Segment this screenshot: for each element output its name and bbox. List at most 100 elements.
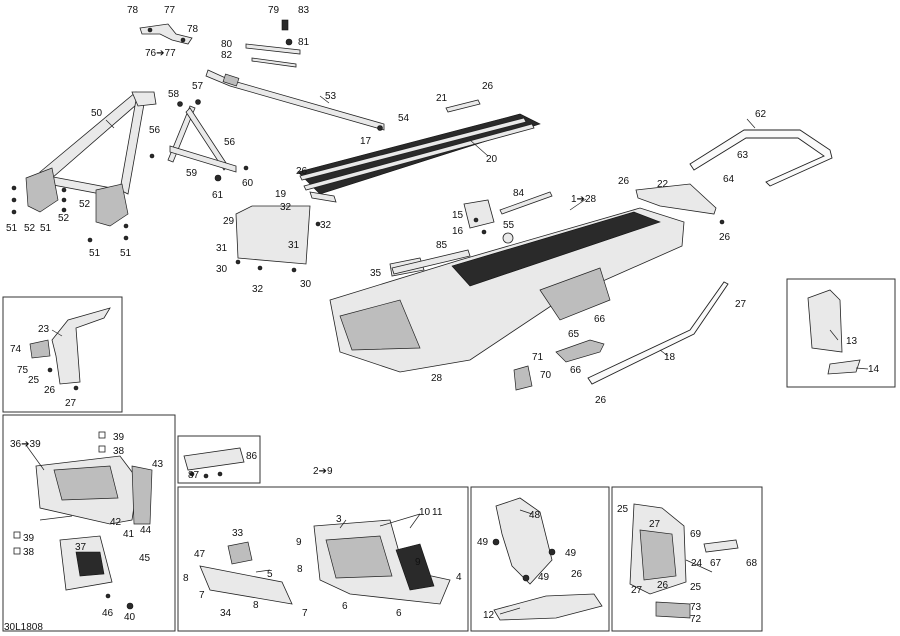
callout-label-26b: 26 — [296, 166, 308, 177]
callout-label-9b: 9 — [415, 557, 421, 568]
callout-label-60: 60 — [242, 178, 254, 189]
callout-label-32c: 32 — [252, 284, 264, 295]
callout-label-30b: 30 — [300, 279, 312, 290]
rail-22 — [635, 183, 725, 225]
callout-label-61: 61 — [212, 190, 224, 201]
callout-label-21: 21 — [436, 93, 448, 104]
callout-label-67: 67 — [710, 558, 722, 569]
callout-label-58: 58 — [168, 89, 180, 100]
callout-label-27b: 27 — [65, 398, 77, 409]
callout-label-76-77: 76➔77 — [145, 48, 176, 59]
callout-label-39a: 39 — [113, 432, 125, 443]
callout-label-31b: 31 — [288, 240, 300, 251]
callout-label-8b: 8 — [253, 600, 259, 611]
callout-label-10: 10 — [419, 507, 431, 518]
callout-label-32a: 32 — [280, 202, 292, 213]
panel-29 — [235, 205, 321, 273]
callout-label-8c: 8 — [297, 564, 303, 575]
inset-box-48-12 — [470, 486, 610, 632]
callout-label-43: 43 — [152, 459, 164, 470]
callout-label-32b: 32 — [320, 220, 332, 231]
callout-label-26c: 26 — [618, 176, 630, 187]
plate-5 — [199, 541, 293, 605]
callout-label-49b: 49 — [565, 548, 577, 559]
callout-label-64: 64 — [723, 174, 735, 185]
callout-label-80: 80 — [221, 39, 233, 50]
callout-label-26a: 26 — [482, 81, 494, 92]
diagram-code: 30L1808 — [4, 622, 43, 633]
callout-label-26e: 26 — [595, 395, 607, 406]
callout-label-71: 71 — [532, 352, 544, 363]
callout-label-3: 3 — [336, 514, 342, 525]
callout-label-25a: 25 — [28, 375, 40, 386]
part-70-71 — [513, 365, 533, 391]
callout-label-13: 13 — [846, 336, 858, 347]
callout-label-82: 82 — [221, 50, 233, 61]
callout-label-45: 45 — [139, 553, 151, 564]
callout-label-66: 66 — [594, 314, 606, 325]
callout-label-57: 57 — [192, 81, 204, 92]
main-chassis-1-28 — [329, 207, 685, 373]
callout-label-56a: 56 — [149, 125, 161, 136]
callout-label-6a: 6 — [342, 601, 348, 612]
callout-label-17: 17 — [360, 136, 372, 147]
callout-label-9a: 9 — [296, 537, 302, 548]
callout-label-34: 34 — [220, 608, 232, 619]
callout-label-85: 85 — [436, 240, 448, 251]
braces-56-59 — [149, 99, 249, 182]
part-15-16 — [463, 199, 495, 235]
part-19 — [309, 191, 337, 203]
callout-label-59: 59 — [186, 168, 198, 179]
callout-label-46: 46 — [102, 608, 114, 619]
callout-label-47: 47 — [194, 549, 206, 560]
callout-label-53: 53 — [325, 91, 337, 102]
callout-label-62: 62 — [755, 109, 767, 120]
hoop-62 — [689, 129, 833, 187]
callout-label-50: 50 — [91, 108, 103, 119]
callout-label-27d: 27 — [631, 585, 643, 596]
part-55 — [502, 232, 514, 244]
callout-label-25b: 25 — [617, 504, 629, 515]
callout-label-38b: 38 — [23, 547, 35, 558]
callout-label-78a: 78 — [127, 5, 139, 16]
callout-label-79: 79 — [268, 5, 280, 16]
callout-label-51a: 51 — [6, 223, 18, 234]
callout-label-28: 28 — [431, 373, 443, 384]
tunnel-rail-20 — [297, 113, 541, 195]
callout-label-19: 19 — [275, 189, 287, 200]
bracket-23 — [29, 307, 111, 391]
callout-label-18: 18 — [664, 352, 676, 363]
callout-label-55: 55 — [503, 220, 515, 231]
callout-label-74: 74 — [10, 344, 22, 355]
callout-label-6b: 6 — [396, 608, 402, 619]
callout-label-35: 35 — [370, 268, 382, 279]
callout-label-2-9: 2➔9 — [313, 466, 333, 477]
callout-label-44: 44 — [140, 525, 152, 536]
callout-label-51b: 51 — [40, 223, 52, 234]
top-bracket-76 — [139, 23, 193, 45]
inset-box-2-9 — [177, 486, 469, 632]
callout-label-33: 33 — [232, 528, 244, 539]
callout-label-81: 81 — [298, 37, 310, 48]
callout-label-65: 65 — [568, 329, 580, 340]
callout-label-51c: 51 — [89, 248, 101, 259]
callout-label-86: 86 — [246, 451, 258, 462]
callout-label-11: 11 — [432, 507, 443, 518]
callout-label-87: 87 — [188, 470, 200, 481]
callout-label-31a: 31 — [216, 243, 228, 254]
callout-label-5: 5 — [267, 569, 273, 580]
callout-label-7b: 7 — [302, 608, 308, 619]
callout-label-1-28: 1➔28 — [571, 194, 597, 205]
callout-label-48: 48 — [529, 510, 541, 521]
part-65-66 — [555, 339, 605, 363]
callout-label-16: 16 — [452, 226, 464, 237]
callout-label-42: 42 — [110, 517, 122, 528]
strip-85 — [391, 249, 471, 275]
callout-label-37: 37 — [75, 542, 87, 553]
inset-box-13-14 — [786, 278, 896, 388]
callout-label-26d: 26 — [719, 232, 731, 243]
callout-label-30a: 30 — [216, 264, 228, 275]
callout-label-27a: 27 — [735, 299, 747, 310]
callout-label-27c: 27 — [649, 519, 661, 530]
